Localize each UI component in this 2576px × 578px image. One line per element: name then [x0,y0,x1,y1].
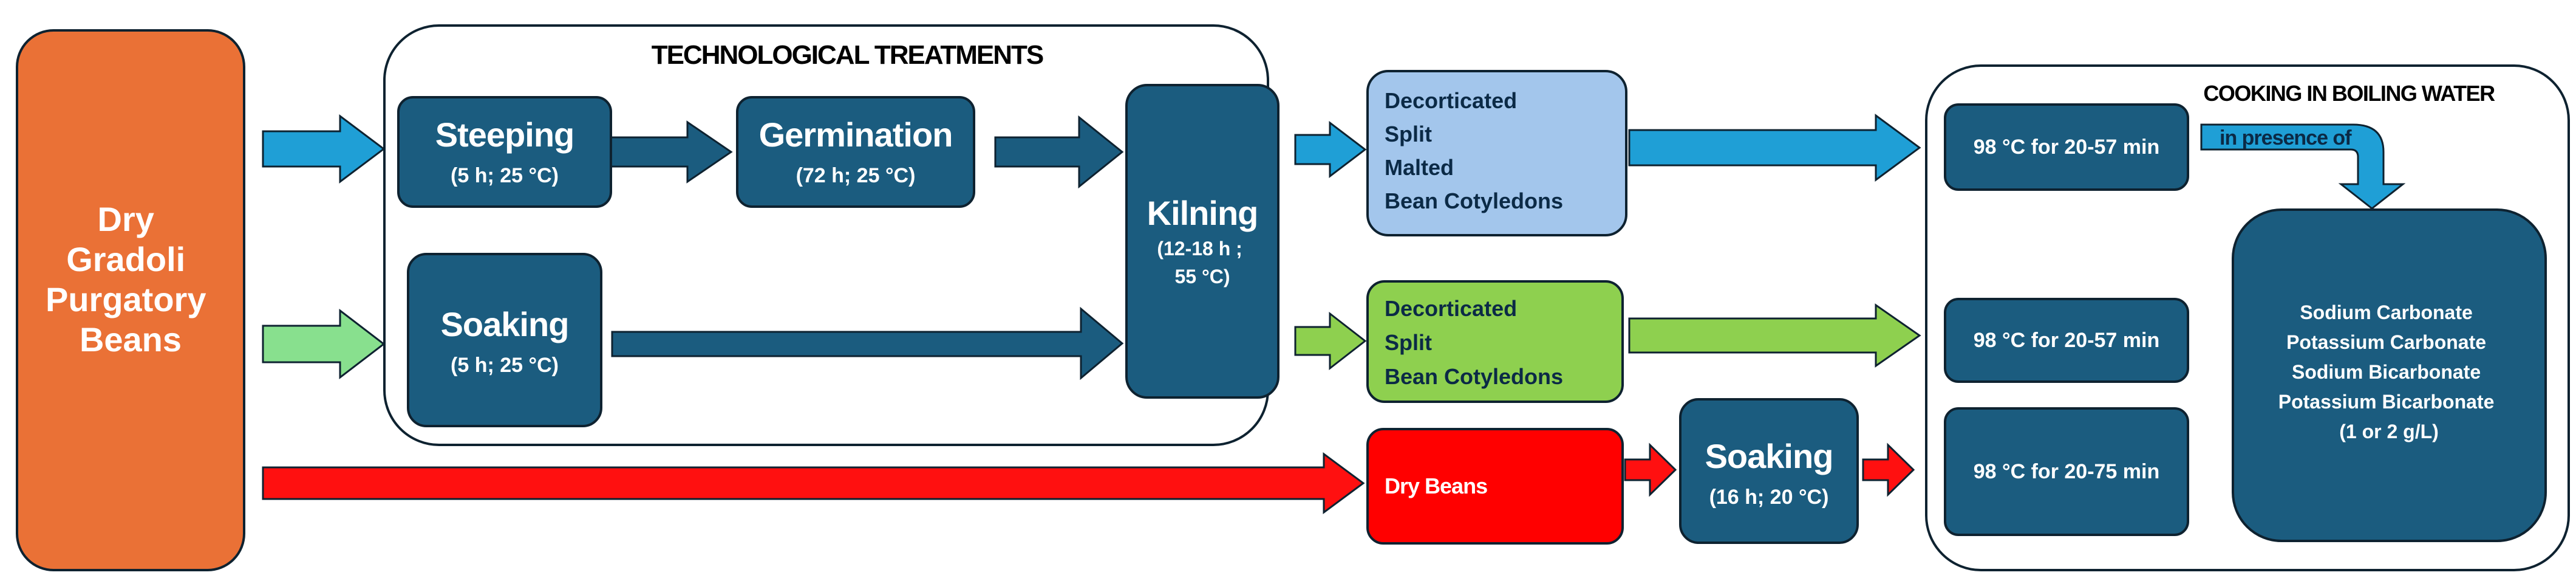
product-dry-beans: Dry Beans [1366,428,1624,545]
cooking-step-box [1944,407,2189,536]
salt-line: Potassium Bicarbonate [2278,391,2495,413]
malted-line: Malted [1385,155,1454,180]
soaking-16h-node: Soaking (16 h; 20 °C) [1679,398,1859,544]
svg-text:Sodium Carbonate Potassi: Sodium Carbonate Potassium Carbonate Sod… [2278,301,2500,442]
kilning-detail: (12-18 h ; [1157,238,1242,260]
arrow-right-icon [262,308,386,380]
salt-line: Potassium Carbonate [2286,331,2486,353]
svg-text:Dry Gradoli Purgat: Dry Gradoli Purgatory Beans [46,200,216,359]
source-dry-beans: Dry Gradoli Purgatory Beans [16,29,245,571]
salt-line: Sodium Bicarbonate [2292,361,2481,383]
salts-node: Sodium Carbonate Potassium Carbonate Sod… [2232,208,2547,542]
germination-box [736,96,975,208]
malted-line: Decorticated [1385,88,1517,113]
presence-label: in presence of [2220,126,2352,150]
split-box [1366,280,1624,403]
soaking-box [407,253,602,427]
source-line: Gradoli [66,240,185,278]
cooking-title: COOKING IN BOILING WATER [2203,81,2495,106]
technological-title: TECHNOLOGICAL TREATMENTS [652,40,1043,70]
dry-beans-label: Dry Beans [1385,473,1487,498]
split-line: Bean Cotyledons [1385,364,1563,389]
soaking-node: Soaking (5 h; 25 °C) [407,253,602,427]
germination-node: Germination (72 h; 25 °C) [736,96,975,208]
cooking-step-box [1944,103,2189,191]
steeping-node: Steeping (5 h; 25 °C) [397,96,612,208]
cooking-step-label: 98 °C for 20-57 min [1974,329,2159,352]
split-line: Decorticated [1385,296,1517,321]
split-line: Split [1385,330,1432,355]
cooking-step-1: 98 °C for 20-57 min [1944,103,2189,191]
salts-box [2232,208,2547,542]
salt-line: Sodium Carbonate [2300,301,2472,323]
soaking-label: Soaking [441,305,569,343]
malted-line: Bean Cotyledons [1385,188,1563,213]
germination-label: Germination [759,115,953,154]
cooking-step-box [1944,298,2189,383]
kilning-label: Kilning [1147,194,1258,232]
soaking-16h-label: Soaking [1705,437,1833,475]
arrow-right-icon [611,306,1124,380]
cooking-step-3: 98 °C for 20-75 min [1944,407,2189,536]
steeping-detail: (5 h; 25 °C) [451,164,559,187]
arrow-right-icon [262,452,1365,514]
cooking-step-label: 98 °C for 20-75 min [1974,460,2159,483]
arrow-right-icon [994,115,1124,189]
arrow-right-icon [607,120,733,184]
source-line: Beans [80,320,182,359]
kilning-detail: 55 °C) [1174,266,1230,287]
cooking-step-2: 98 °C for 20-57 min [1944,298,2189,383]
malted-box [1366,70,1627,236]
arrow-right-icon [1862,442,1915,497]
arrow-right-icon [1628,303,1921,368]
arrow-right-icon [1628,114,1921,182]
malted-line: Split [1385,122,1432,146]
product-split: Decorticated Split Bean Cotyledons [1366,280,1624,403]
source-line: Purgatory [46,280,206,318]
kilning-node: Kilning (12-18 h ; 55 °C) [1125,84,1279,399]
source-box [16,29,245,571]
arrow-right-icon [1624,442,1677,497]
soaking-detail: (5 h; 25 °C) [451,354,559,377]
arrow-right-icon [1294,120,1367,179]
soaking-16h-detail: (16 h; 20 °C) [1709,486,1829,509]
cooking-step-label: 98 °C for 20-57 min [1974,136,2159,159]
germination-detail: (72 h; 25 °C) [796,164,916,187]
svg-text:Decorticated Split: Decorticated Split Malted Bean Cotyledon… [1385,88,1563,213]
svg-text:(12-18 h ; 55 °C): (12-18 h ; 55 °C) [1157,238,1247,287]
kilning-box [1125,84,1279,399]
arrows: in presence of [262,114,2406,514]
product-malted: Decorticated Split Malted Bean Cotyledon… [1366,70,1627,236]
dry-beans-box [1366,428,1624,545]
arrow-right-icon [262,114,386,184]
curved-arrow-down-icon [2200,123,2406,210]
salt-line: (1 or 2 g/L) [2339,421,2439,442]
source-line: Dry [98,200,154,238]
soaking-16h-box [1679,398,1859,544]
steeping-label: Steeping [435,115,574,154]
steeping-box [397,96,612,208]
svg-text:Decorticated Split: Decorticated Split Bean Cotyledons [1385,296,1563,389]
arrow-right-icon [1294,311,1367,371]
